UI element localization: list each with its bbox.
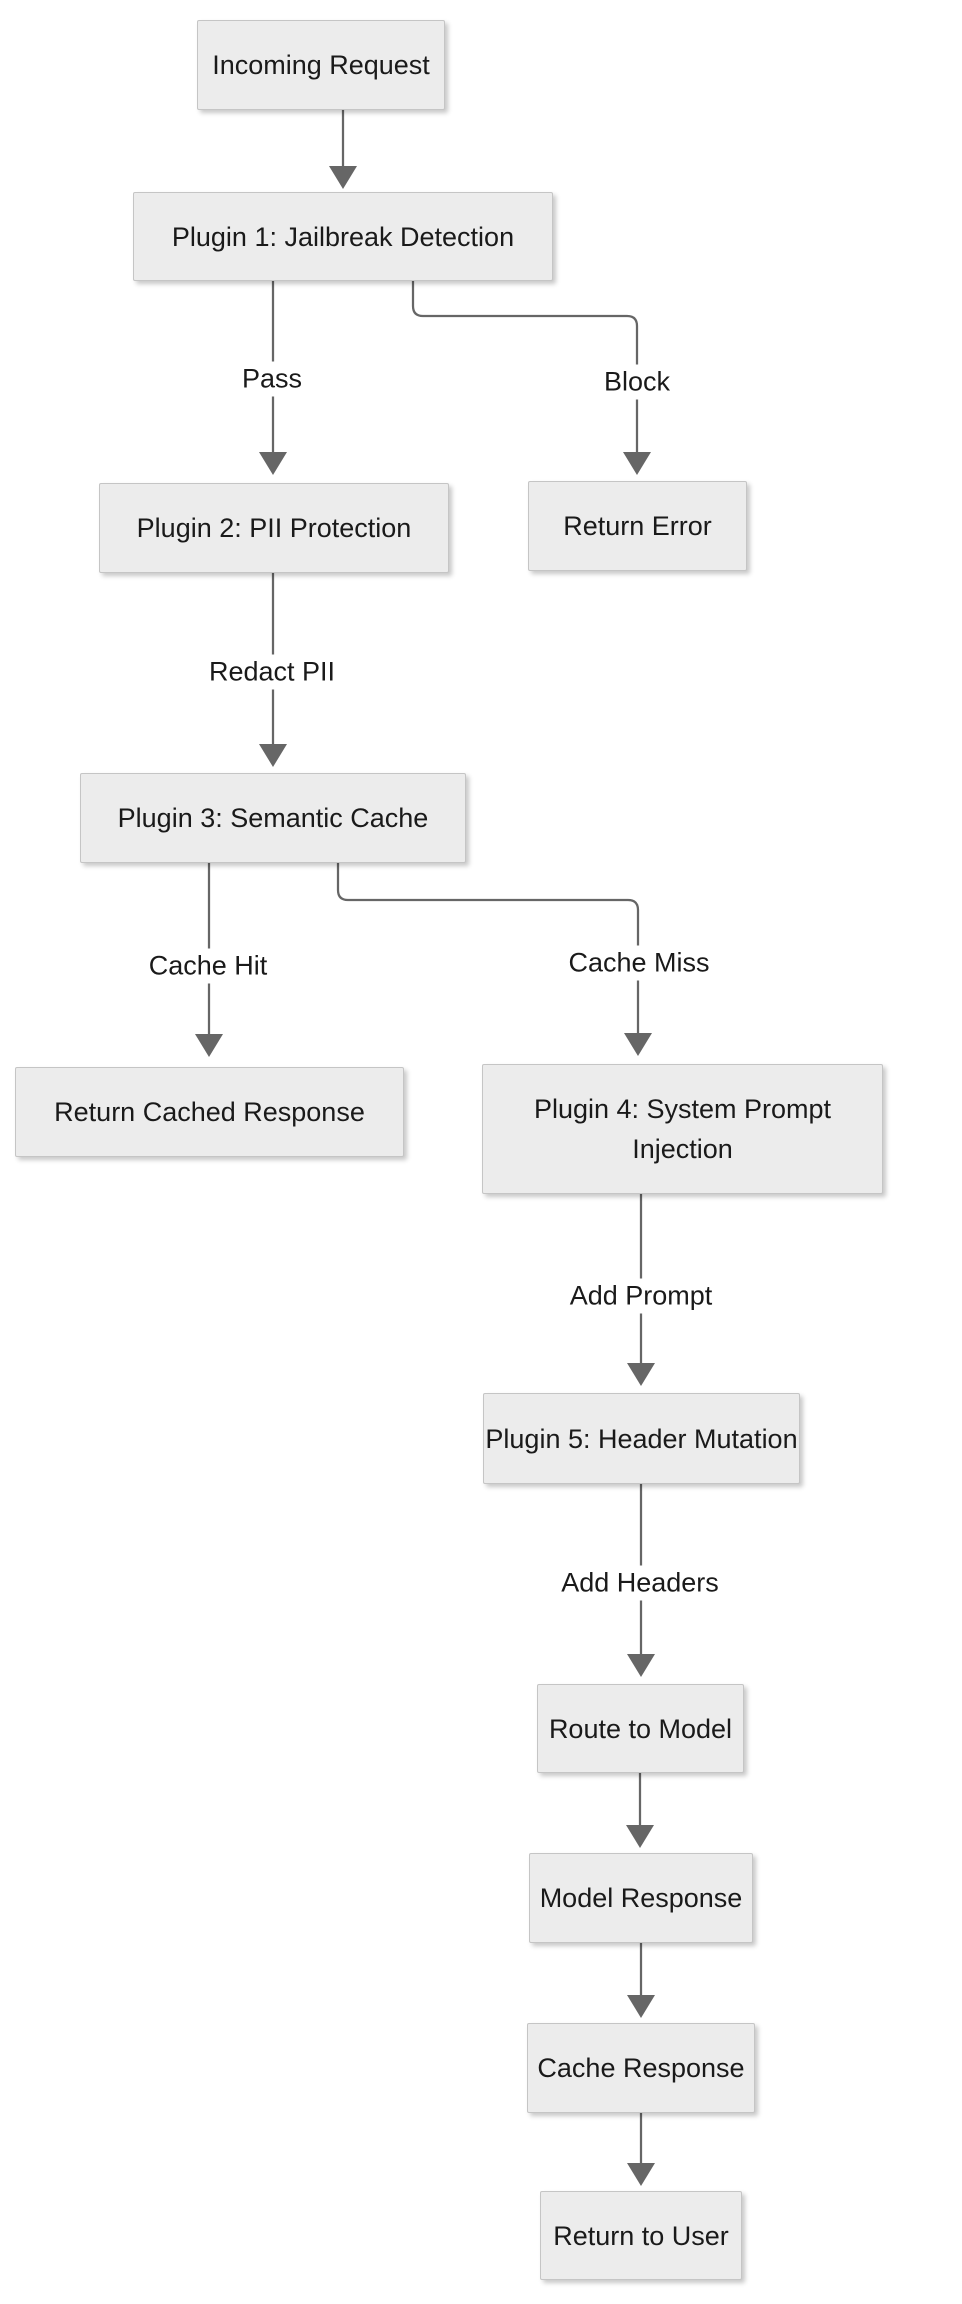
node-plugin4-system-prompt-injection: Plugin 4: System Prompt Injection <box>482 1064 883 1194</box>
node-label-line2: Injection <box>632 1134 733 1164</box>
node-return-to-user: Return to User <box>540 2191 742 2280</box>
edge-label-add-prompt: Add Prompt <box>561 1278 721 1314</box>
edge-plugin3-to-plugin4 <box>336 863 640 1033</box>
arrowhead-to-route <box>627 1654 655 1677</box>
node-label: Plugin 5: Header Mutation <box>485 1423 798 1454</box>
arrowhead-to-plugin1 <box>329 166 357 189</box>
edge-label-pass: Pass <box>233 361 311 397</box>
edge-label-add-headers: Add Headers <box>553 1565 727 1601</box>
node-label: Cache Response <box>537 2053 745 2083</box>
node-label: Model Response <box>539 1883 743 1913</box>
edge-plugin1-to-return-error <box>411 281 639 452</box>
edge-label-block: Block <box>595 364 679 400</box>
arrowhead-to-return-error <box>623 452 651 475</box>
node-return-error: Return Error <box>528 481 747 571</box>
arrowhead-to-cache-response <box>627 1995 655 2018</box>
node-label: Return Error <box>563 511 712 541</box>
node-plugin2-pii-protection: Plugin 2: PII Protection <box>99 483 449 573</box>
node-plugin1-jailbreak-detection: Plugin 1: Jailbreak Detection <box>133 192 553 281</box>
node-label: Plugin 3: Semantic Cache <box>117 803 429 833</box>
node-return-cached-response: Return Cached Response <box>15 1067 404 1157</box>
arrowhead-to-plugin4 <box>624 1033 652 1056</box>
node-plugin5-header-mutation: Plugin 5: Header Mutation <box>483 1393 800 1484</box>
arrowhead-to-return-user <box>627 2163 655 2186</box>
arrowhead-to-return-cached <box>195 1034 223 1057</box>
node-model-response: Model Response <box>529 1853 753 1943</box>
node-label: Plugin 2: PII Protection <box>136 513 412 543</box>
edge-label-cache-hit: Cache Hit <box>140 948 276 984</box>
arrowhead-to-model-response <box>626 1825 654 1848</box>
arrowhead-to-plugin5 <box>627 1363 655 1386</box>
arrowhead-to-plugin2 <box>259 452 287 475</box>
arrowhead-to-plugin3 <box>259 744 287 767</box>
node-label: Route to Model <box>548 1713 733 1744</box>
node-label: Incoming Request <box>212 50 430 80</box>
node-label-line1: Plugin 4: System Prompt <box>533 1094 832 1124</box>
edge-label-redact-pii: Redact PII <box>200 654 344 690</box>
node-label: Return to User <box>553 2220 729 2251</box>
node-label: Return Cached Response <box>54 1097 365 1127</box>
node-route-to-model: Route to Model <box>537 1684 744 1773</box>
node-plugin3-semantic-cache: Plugin 3: Semantic Cache <box>80 773 466 863</box>
node-cache-response: Cache Response <box>527 2023 755 2113</box>
edge-label-cache-miss: Cache Miss <box>560 945 718 981</box>
node-label: Plugin 1: Jailbreak Detection <box>171 221 515 252</box>
node-incoming-request: Incoming Request <box>197 20 445 110</box>
